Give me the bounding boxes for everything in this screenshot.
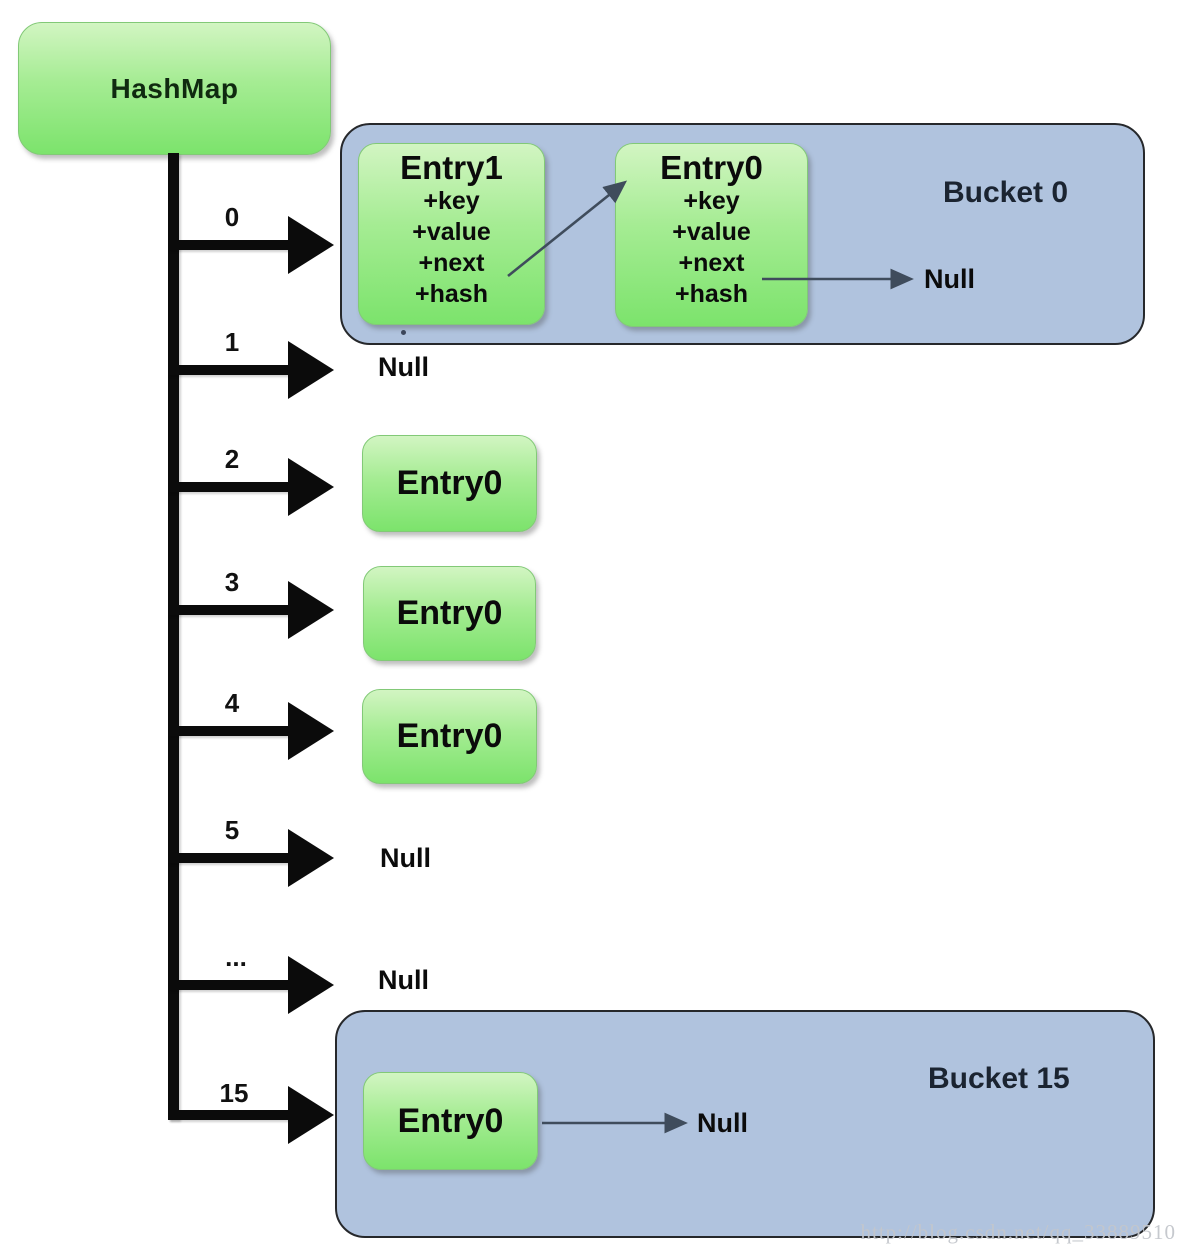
- entry1-title: Entry1: [400, 149, 503, 186]
- bucket-15-label: Bucket 15: [928, 1062, 1070, 1095]
- entry0-bucket0-field-value: +value: [672, 218, 751, 246]
- entry-box-row-2: Entry0: [362, 435, 537, 532]
- entry-box-row-3-title: Entry0: [396, 594, 503, 632]
- branch-index-15: 15: [219, 1078, 249, 1108]
- entry0-box-bucket0: Entry0 +key +value +next +hash: [615, 143, 808, 327]
- branch-line-1: [168, 365, 290, 375]
- branch-arrow-ellipsis: [288, 956, 334, 1014]
- branch-index-ellipsis: ...: [225, 942, 247, 972]
- stray-dot: [401, 330, 406, 335]
- branch-line-15: [168, 1110, 290, 1120]
- branch-line-5: [168, 853, 290, 863]
- entry1-field-next: +next: [418, 249, 485, 277]
- entry0-bucket0-field-next: +next: [678, 249, 745, 277]
- hashmap-root-label: HashMap: [110, 72, 239, 104]
- null-label-bucket0: Null: [924, 264, 975, 294]
- null-label-row-ellipsis: Null: [378, 965, 429, 995]
- entry-box-row-4-title: Entry0: [396, 717, 503, 755]
- branch-index-1: 1: [224, 327, 240, 357]
- entry-box-row-3: Entry0: [363, 566, 536, 661]
- branch-index-3: 3: [224, 567, 240, 597]
- null-label-row-5: Null: [380, 843, 431, 873]
- tree-trunk-line: [168, 153, 179, 1120]
- entry-box-row-4: Entry0: [362, 689, 537, 784]
- null-label-bucket15: Null: [697, 1108, 748, 1138]
- branch-arrow-2: [288, 458, 334, 516]
- branch-line-0: [168, 240, 290, 250]
- branch-index-5: 5: [224, 815, 240, 845]
- entry0-box-bucket15: Entry0: [363, 1072, 538, 1170]
- branch-index-0: 0: [224, 202, 240, 232]
- branch-line-4: [168, 726, 290, 736]
- branch-arrow-0: [288, 216, 334, 274]
- entry0-bucket0-field-hash: +hash: [675, 280, 748, 308]
- entry1-box: Entry1 +key +value +next +hash: [358, 143, 545, 325]
- entry0-bucket0-field-key: +key: [683, 187, 740, 215]
- entry0-bucket15-title: Entry0: [397, 1101, 504, 1140]
- branch-arrow-5: [288, 829, 334, 887]
- branch-index-2: 2: [224, 444, 240, 474]
- entry-box-row-2-title: Entry0: [396, 464, 503, 502]
- branch-arrow-15: [288, 1086, 334, 1144]
- entry0-bucket0-title: Entry0: [660, 149, 763, 186]
- entry1-field-key: +key: [423, 187, 480, 215]
- bucket-0-label: Bucket 0: [943, 176, 1069, 209]
- entry1-field-value: +value: [412, 218, 491, 246]
- branch-line-2: [168, 482, 290, 492]
- branch-line-3: [168, 605, 290, 615]
- entry1-field-hash: +hash: [415, 280, 488, 308]
- watermark-text: http://blog.csdn.net/qq_33889510: [860, 1220, 1176, 1244]
- null-label-row-1: Null: [378, 352, 429, 382]
- hashmap-root-box: HashMap: [18, 22, 331, 155]
- branch-line-ellipsis: [168, 980, 290, 990]
- branch-index-4: 4: [224, 688, 240, 718]
- branch-arrow-4: [288, 702, 334, 760]
- branch-arrow-1: [288, 341, 334, 399]
- branch-arrow-3: [288, 581, 334, 639]
